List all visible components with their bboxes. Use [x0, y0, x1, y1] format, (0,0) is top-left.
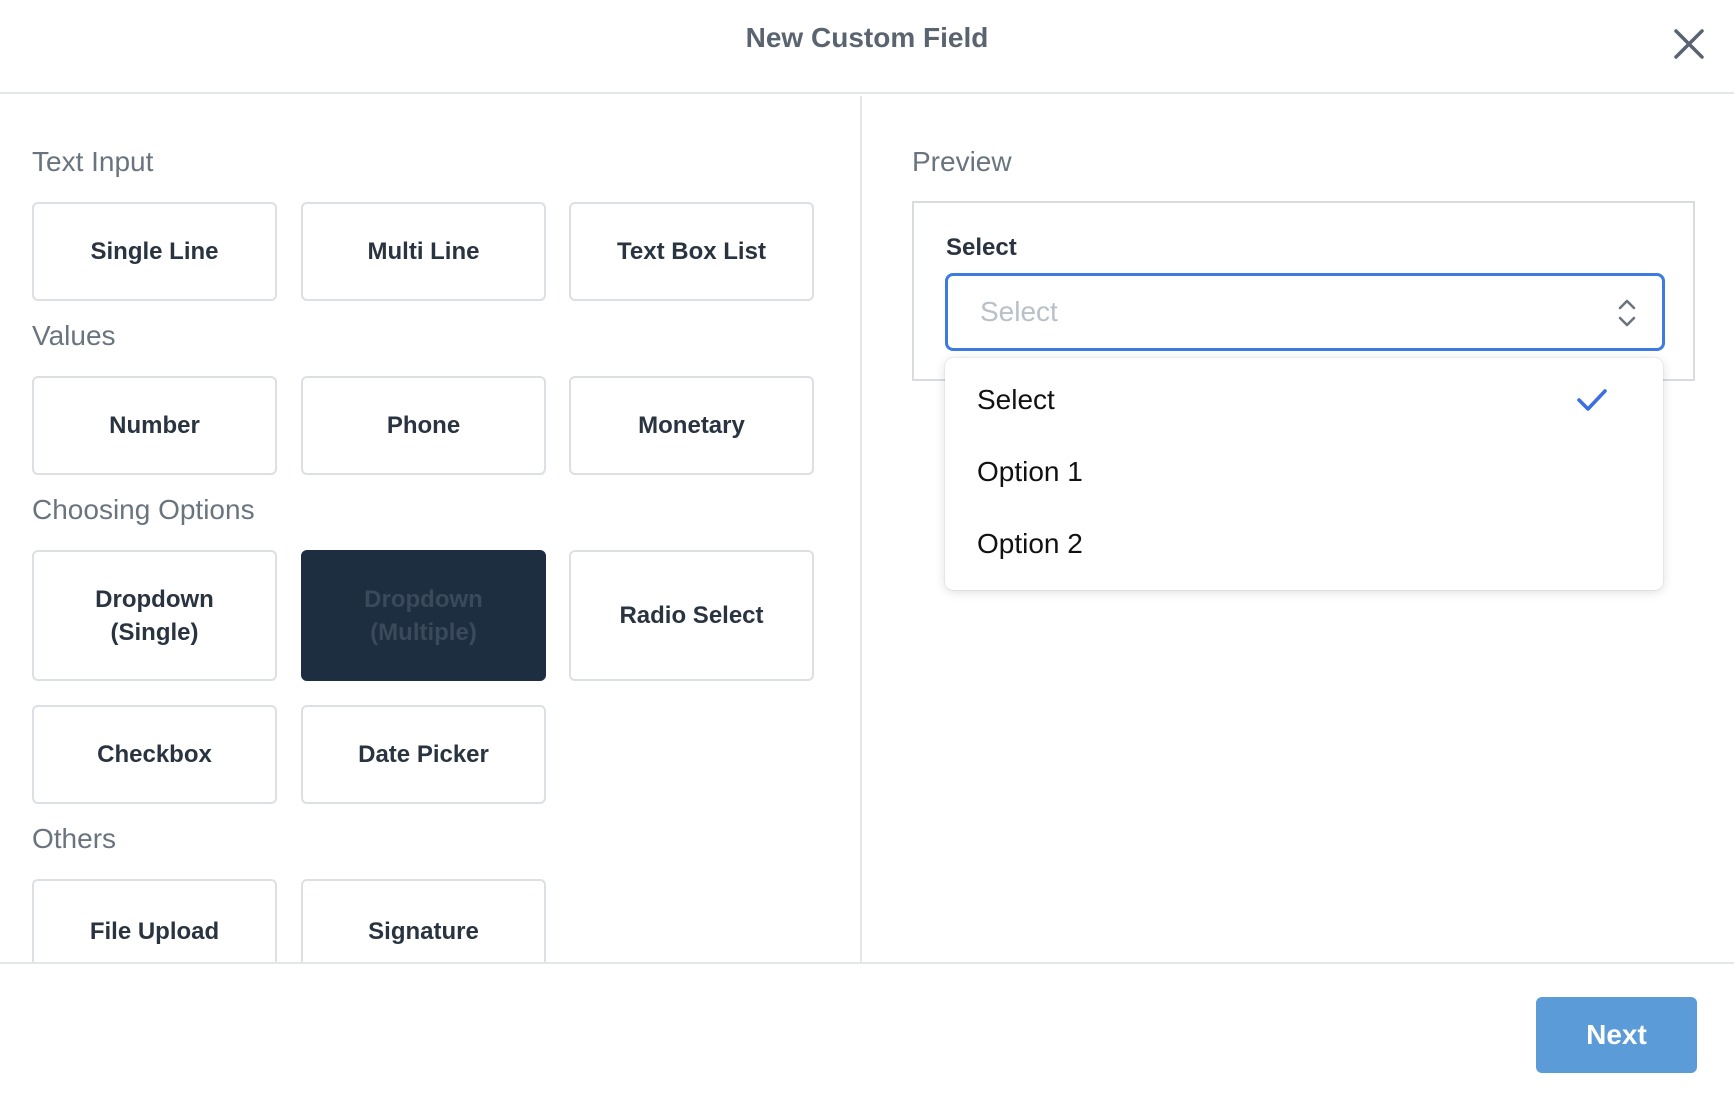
close-button[interactable]: [1672, 27, 1706, 61]
checkmark-icon: [1577, 389, 1607, 411]
tile-label: Dropdown (Multiple): [364, 585, 483, 646]
tile-multi-line[interactable]: Multi Line: [301, 202, 546, 301]
tile-checkbox[interactable]: Checkbox: [32, 705, 277, 804]
tile-signature[interactable]: Signature: [301, 879, 546, 962]
tile-monetary[interactable]: Monetary: [569, 376, 814, 475]
preview-title: Preview: [912, 146, 1012, 177]
dropdown-option[interactable]: Option 2: [977, 528, 1083, 559]
section-title-text-input: Text Input: [32, 146, 154, 177]
section-title-values: Values: [32, 320, 116, 351]
select-placeholder: Select: [980, 296, 1058, 327]
chevron-up-down-icon: [1618, 299, 1636, 327]
tile-label: Dropdown (Single): [95, 585, 214, 646]
field-type-panel: Text Input Single Line Multi Line Text B…: [0, 96, 862, 962]
tile-dropdown-multiple[interactable]: Dropdown (Multiple): [301, 550, 546, 681]
tile-radio-select[interactable]: Radio Select: [569, 550, 814, 681]
preview-panel: Preview Select Select Select Option 1 Op…: [864, 96, 1734, 962]
dialog-header: New Custom Field: [0, 0, 1734, 94]
tile-file-upload[interactable]: File Upload: [32, 879, 277, 962]
field-label: Select: [946, 234, 1017, 261]
dropdown-option[interactable]: Select: [977, 384, 1055, 415]
dialog-title: New Custom Field: [745, 22, 989, 53]
tile-number[interactable]: Number: [32, 376, 277, 475]
tile-dropdown-single[interactable]: Dropdown (Single): [32, 550, 277, 681]
section-title-choosing-options: Choosing Options: [32, 494, 255, 525]
tile-single-line[interactable]: Single Line: [32, 202, 277, 301]
close-icon: [1674, 29, 1704, 59]
tile-text-box-list[interactable]: Text Box List: [569, 202, 814, 301]
dropdown-option[interactable]: Option 1: [977, 456, 1083, 487]
select-dropdown-menu: Select Option 1 Option 2: [945, 358, 1663, 590]
section-title-others: Others: [32, 823, 117, 854]
preview-select[interactable]: Select: [945, 273, 1665, 351]
dialog-footer: Next: [0, 962, 1734, 1094]
next-button[interactable]: Next: [1536, 997, 1697, 1073]
tile-date-picker[interactable]: Date Picker: [301, 705, 546, 804]
tile-phone[interactable]: Phone: [301, 376, 546, 475]
